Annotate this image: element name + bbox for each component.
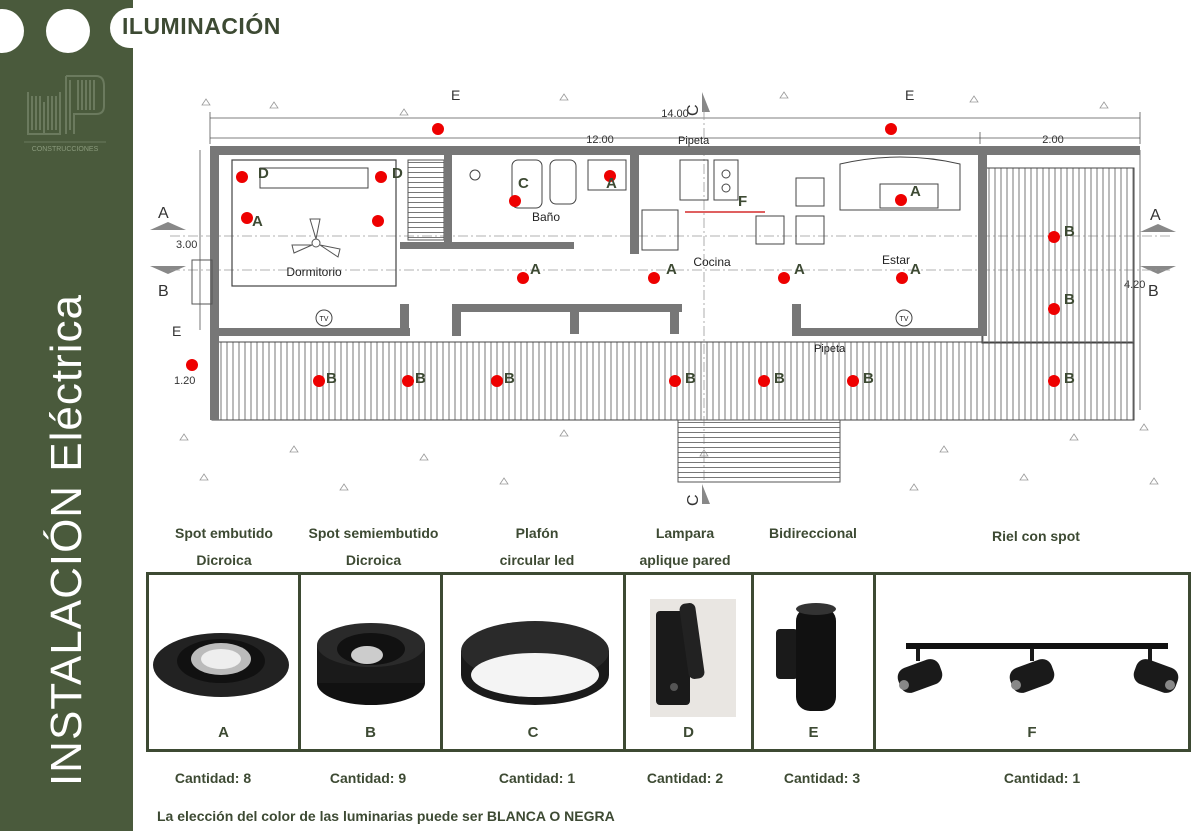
fixtures-table: A B C D <box>146 572 1191 752</box>
fixture-quantity: Cantidad: 2 <box>646 770 724 786</box>
dimension-lines <box>199 112 1141 410</box>
dim-total: 14.00 <box>661 108 689 120</box>
fixture-quantity: Cantidad: 8 <box>174 770 252 786</box>
fixture-quantity: Cantidad: 1 <box>1003 770 1081 786</box>
ceiling-fan-icon <box>291 218 341 258</box>
svg-text:TV: TV <box>320 316 329 323</box>
sidebar: CONSTRUCCIONES INSTALACIÓN Eléctrica <box>0 0 133 831</box>
svg-text:C: C <box>685 494 702 506</box>
ceiling-plafon-icon <box>461 621 609 705</box>
floor-plan: 14.00 12.00 2.00 3.00 4.20 1.20 A B A B … <box>150 87 1176 506</box>
svg-text:E: E <box>172 323 181 339</box>
tv-icon: TV <box>315 309 333 327</box>
light-marker-labels: D D A C A A A A A A B B B B B B B B B <box>252 165 1075 387</box>
room-label-bedroom: Dormitorio <box>286 265 342 279</box>
company-logo: CONSTRUCCIONES <box>24 75 106 153</box>
room-label-living: Estar <box>882 253 910 267</box>
fixture-cell-e: E <box>754 575 876 749</box>
svg-text:A: A <box>910 183 921 200</box>
svg-text:CONSTRUCCIONES: CONSTRUCCIONES <box>32 146 99 153</box>
color-note: La elección del color de las luminarias … <box>157 808 615 824</box>
fixture-cell-d: D <box>626 575 754 749</box>
fixture-quantity: Cantidad: 9 <box>329 770 407 786</box>
svg-text:A: A <box>606 175 617 192</box>
tv-icon: TV <box>895 309 913 327</box>
fixture-name: Bidireccional <box>769 525 857 541</box>
room-label-kitchen: Cocina <box>693 255 731 269</box>
section-marks: A B A B C C E E E <box>150 87 1176 506</box>
fixture-cell-b: B <box>301 575 443 749</box>
side-deck <box>981 167 1135 344</box>
entry-steps <box>677 419 841 483</box>
svg-text:B: B <box>1064 291 1075 308</box>
bidirectional-light-icon <box>776 603 836 711</box>
wall-lamp-icon <box>650 599 736 717</box>
decor-circle <box>46 9 90 53</box>
room-label-bath: Baño <box>532 210 560 224</box>
fixture-cell-c: C <box>443 575 626 749</box>
walls <box>210 146 1140 420</box>
svg-text:D: D <box>258 165 269 182</box>
light-markers <box>186 123 1060 387</box>
fixture-cell-f: F <box>876 575 1188 749</box>
svg-text:A: A <box>158 205 169 222</box>
svg-text:B: B <box>1064 370 1075 387</box>
svg-text:B: B <box>685 370 696 387</box>
track-spot-icon <box>897 643 1179 693</box>
svg-text:D: D <box>392 165 403 182</box>
decor-circle <box>0 9 24 53</box>
svg-text:C: C <box>518 175 529 192</box>
svg-text:A: A <box>530 261 541 278</box>
svg-text:A: A <box>1150 207 1161 224</box>
svg-text:B: B <box>415 370 426 387</box>
svg-text:A: A <box>666 261 677 278</box>
section-vertical-title: INSTALACIÓN Eléctrica <box>42 293 91 787</box>
svg-text:C: C <box>685 104 702 116</box>
fixture-quantity: Cantidad: 3 <box>783 770 861 786</box>
svg-text:E: E <box>905 87 914 103</box>
svg-text:B: B <box>1064 223 1075 240</box>
svg-text:A: A <box>910 261 921 278</box>
fixture-name: Riel con spot <box>992 528 1080 544</box>
marker-label-f: F <box>738 193 747 210</box>
dim-inner: 12.00 <box>586 134 614 146</box>
pipeta-label: Pipeta <box>814 343 846 355</box>
svg-text:B: B <box>863 370 874 387</box>
svg-text:B: B <box>774 370 785 387</box>
semi-recessed-spot-icon <box>317 623 425 705</box>
dim-height: 3.00 <box>176 239 197 251</box>
svg-text:B: B <box>326 370 337 387</box>
landscape-marks <box>179 91 1159 491</box>
svg-text:E: E <box>451 87 460 103</box>
svg-text:B: B <box>1148 283 1159 300</box>
recessed-spot-icon <box>153 633 289 697</box>
svg-text:TV: TV <box>900 316 909 323</box>
svg-text:A: A <box>252 213 263 230</box>
svg-text:A: A <box>794 261 805 278</box>
title-tab <box>110 8 310 48</box>
pipeta-label: Pipeta <box>678 135 710 147</box>
svg-text:B: B <box>158 283 169 300</box>
bed <box>231 159 397 287</box>
dim-small: 1.20 <box>174 375 195 387</box>
fixture-quantity: Cantidad: 1 <box>498 770 576 786</box>
svg-text:B: B <box>504 370 515 387</box>
stairs <box>407 159 445 241</box>
dim-right: 2.00 <box>1042 134 1063 146</box>
page-title: ILUMINACIÓN <box>122 13 281 39</box>
fixture-cell-a: A <box>149 575 301 749</box>
